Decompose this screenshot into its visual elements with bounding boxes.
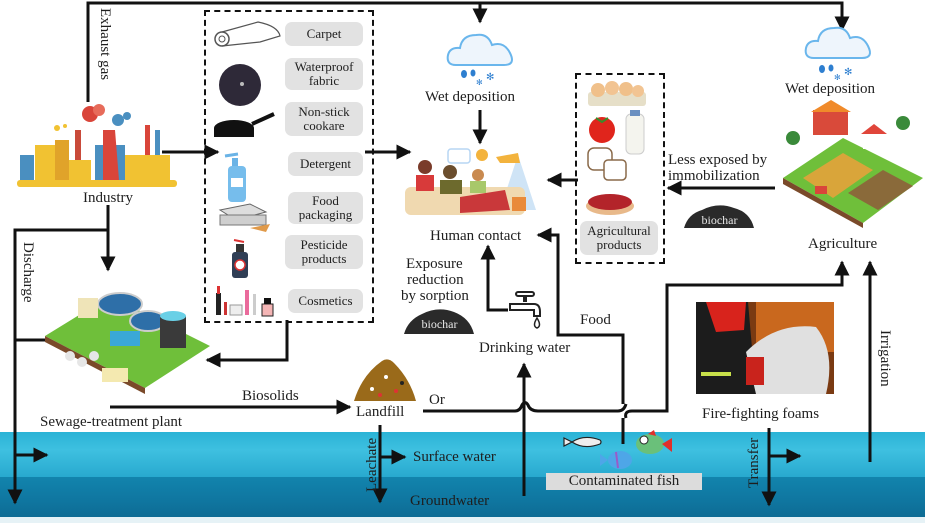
food-items-icons: [586, 81, 646, 215]
fish-icons: [563, 430, 672, 469]
sewage-plant-icon: [45, 292, 210, 394]
biochar-label: biochar: [701, 212, 738, 227]
edge-food: [538, 235, 625, 444]
pizza-box-icon: [218, 203, 270, 232]
landfill-icon: [354, 359, 416, 401]
cosmetics-icon: [216, 286, 274, 317]
cartoon-fish-icon: [636, 430, 672, 454]
product-pill: Detergent: [288, 152, 363, 176]
fabric-icon: [219, 64, 261, 106]
product-pill: Cosmetics: [288, 289, 363, 313]
irrigation-label: Irrigation: [877, 330, 893, 387]
landfill-label: Landfill: [356, 404, 405, 420]
steak-icon: [586, 194, 634, 215]
edge-discharge: [7, 228, 108, 505]
milk-bottle-icon: [625, 110, 645, 155]
food-label: Food: [580, 312, 611, 328]
exposure-reduction-label-2: reduction: [407, 272, 464, 288]
water-tap-icon: [509, 291, 541, 329]
less-exposed-label-1: Less exposed by: [668, 152, 768, 168]
product-pill: Food packaging: [288, 192, 363, 224]
consumer-products-box: [204, 10, 374, 323]
drinking-water-label: Drinking water: [479, 340, 571, 356]
product-icons: [214, 21, 281, 317]
eggs-icon: [588, 81, 646, 106]
industry-label: Industry: [83, 190, 133, 206]
edge-products-sewage: [205, 320, 289, 368]
svg-text:✻: ✻: [476, 78, 483, 87]
biochar-pile-icon: [684, 205, 754, 228]
carpet-icon: [214, 21, 281, 47]
agriculture-label: Agriculture: [808, 236, 878, 252]
groundwater-label: Groundwater: [410, 493, 490, 509]
or-label: Or: [429, 392, 445, 408]
exposure-reduction-label-1: Exposure: [406, 256, 463, 272]
exposure-reduction-label-3: by sorption: [401, 288, 469, 304]
biochar-label: biochar: [421, 316, 458, 331]
sardine-icon: [563, 436, 602, 448]
fire-fighting-foams-label: Fire-fighting foams: [702, 406, 820, 422]
human-contact-label: Human contact: [430, 228, 522, 244]
biochar-pile-icon: [404, 309, 474, 334]
less-exposed-label-2: immobilization: [668, 168, 760, 184]
farm-icon: [783, 100, 923, 228]
product-pill: Pesticide products: [285, 235, 363, 269]
rain-cloud-icon: ✻ ✻: [446, 33, 513, 87]
wet-deposition-label: Wet deposition: [425, 89, 516, 105]
bread-icon: [587, 147, 627, 181]
biosolids-label: Biosolids: [242, 388, 299, 404]
sewage-plant-label: Sewage-treatment plant: [40, 414, 183, 430]
svg-text:✻: ✻: [486, 72, 494, 83]
family-on-couch-icon: [405, 148, 536, 215]
factory-icon: [17, 104, 177, 187]
rain-cloud-icon: ✻ ✻: [804, 26, 871, 80]
firefighter-foam-photo: [696, 302, 834, 394]
edge-drinking-human: [480, 244, 508, 312]
svg-text:✻: ✻: [834, 73, 841, 80]
transfer-label: Transfer: [746, 437, 762, 488]
leachate-label: Leachate: [364, 437, 380, 492]
tomato-icon: [589, 117, 615, 143]
edge-or: [423, 262, 842, 419]
frying-pan-icon: [214, 112, 275, 137]
spray-bottle-icon: [224, 152, 246, 202]
product-pill: Carpet: [285, 22, 363, 46]
surface-water-label: Surface water: [413, 449, 496, 465]
agricultural-products-label: Agricultural products: [580, 221, 658, 255]
discharge-label: Discharge: [20, 242, 36, 303]
edge-exhaust-gas: [86, 1, 850, 102]
product-pill: Waterproof fabric: [285, 58, 363, 90]
agricultural-products-box: [575, 73, 665, 264]
striped-fish-icon: [600, 451, 632, 469]
contaminated-fish-label: Contaminated fish: [546, 473, 702, 490]
svg-text:✻: ✻: [844, 67, 852, 78]
product-pill: Non-stick cookare: [285, 102, 363, 136]
wet-deposition-label: Wet deposition: [785, 81, 876, 97]
exhaust-gas-label: Exhaust gas: [97, 8, 113, 81]
pesticide-bottle-icon: [232, 239, 248, 278]
